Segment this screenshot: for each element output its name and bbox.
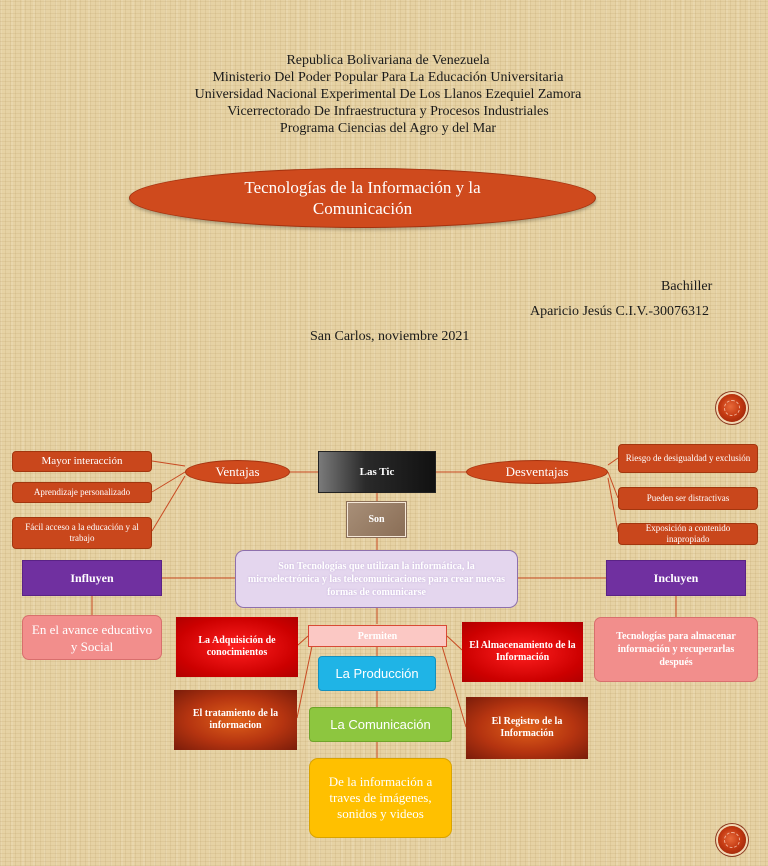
decorative-circle-icon [718, 394, 746, 422]
header-line-2: Ministerio Del Poder Popular Para La Edu… [212, 70, 564, 85]
ventaja-item: Aprendizaje personalizado [12, 482, 152, 503]
adquisicion-label: La Adquisición de conocimientos [198, 635, 276, 658]
desventajas-node: Desventajas [466, 460, 608, 484]
ventaja-item: Fácil acceso a la educación y al trabajo [12, 517, 152, 549]
incluyen-node: Incluyen [606, 560, 746, 596]
permiten-label: Permiten [357, 630, 398, 642]
desventajas-label: Desventajas [505, 464, 569, 479]
registro-label: El Registro de la Información [491, 716, 563, 739]
definition-text: Son Tecnologías que utilizan la informát… [247, 560, 506, 598]
almacenamiento-label: El Almacenamiento de la Información [469, 640, 576, 663]
header-line-5: Programa Ciencias del Agro y del Mar [279, 121, 497, 136]
header-line-3: Universidad Nacional Experimental De Los… [194, 87, 582, 102]
final-node: De la información a traves de imágenes, … [309, 758, 452, 838]
incluyen-result: Tecnologías para almacenar información y… [594, 617, 758, 682]
desventaja-item: Riesgo de desigualdad y exclusión [618, 444, 758, 473]
ventaja-item: Mayor interacción [12, 451, 152, 472]
desventaja-item-label: Exposición a contenido inapropiado [645, 523, 731, 544]
desventaja-item: Pueden ser distractivas [618, 487, 758, 510]
produccion-node: La Producción [318, 656, 436, 691]
author-role: Bachiller [661, 279, 713, 294]
influyen-result: En el avance educativo y Social [22, 615, 162, 660]
title-banner: Tecnologías de la Información y la Comun… [129, 168, 596, 228]
registro-node: El Registro de la Información [466, 697, 588, 759]
ventaja-item-label: Fácil acceso a la educación y al trabajo [25, 522, 139, 543]
header-line-1: Republica Bolivariana de Venezuela [286, 53, 490, 68]
final-text: De la información a traves de imágenes, … [328, 774, 433, 821]
influyen-node: Influyen [22, 560, 162, 596]
comunicacion-node: La Comunicación [309, 707, 452, 742]
tratamiento-label: El tratamiento de la informacion [192, 708, 279, 731]
place-date: San Carlos, noviembre 2021 [310, 329, 470, 344]
desventaja-item: Exposición a contenido inapropiado [618, 523, 758, 545]
header-line-4: Vicerrectorado De Infraestructura y Proc… [227, 104, 549, 119]
ventaja-item-label: Mayor interacción [41, 455, 123, 467]
author-name: Aparicio Jesús C.I.V.-30076312 [530, 304, 710, 319]
ventajas-label: Ventajas [215, 464, 260, 479]
incluyen-label: Incluyen [653, 570, 699, 585]
desventaja-item-label: Pueden ser distractivas [646, 493, 730, 503]
son-node: Son [346, 501, 407, 538]
ventaja-item-label: Aprendizaje personalizado [33, 487, 131, 497]
desventaja-item-label: Riesgo de desigualdad y exclusión [625, 453, 751, 463]
ventajas-node: Ventajas [185, 460, 290, 484]
influyen-result-text: En el avance educativo y Social [31, 621, 153, 654]
influyen-label: Influyen [70, 570, 114, 585]
decorative-circle-icon [718, 826, 746, 854]
son-label: Son [368, 514, 385, 525]
adquisicion-node: La Adquisición de conocimientos [176, 617, 298, 677]
produccion-label: La Producción [335, 666, 419, 681]
almacenamiento-node: El Almacenamiento de la Información [462, 622, 583, 682]
definition-box: Son Tecnologías que utilizan la informát… [235, 550, 518, 608]
center-node-label: Las Tic [359, 466, 395, 478]
comunicacion-label: La Comunicación [330, 717, 431, 732]
tratamiento-node: El tratamiento de la informacion [174, 690, 297, 750]
permiten-node: Permiten [308, 625, 447, 647]
page-title: Tecnologías de la Información y la Comun… [244, 178, 481, 218]
center-node-las-tic: Las Tic [318, 451, 436, 493]
incluyen-result-text: Tecnologías para almacenar información y… [616, 631, 736, 668]
